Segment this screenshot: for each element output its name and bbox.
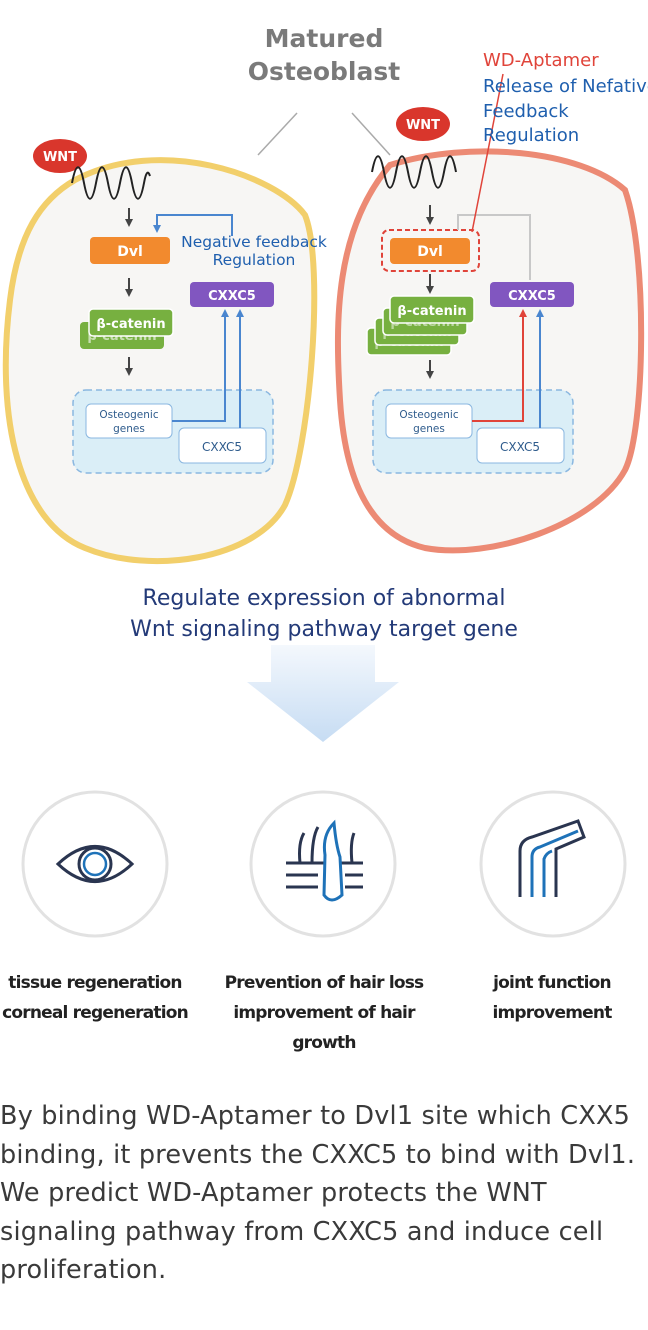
pathway-diagram: Matured Osteoblast WNT Dvl β-catenin β-c… xyxy=(2,24,648,742)
left-wnt-badge xyxy=(33,139,87,173)
left-feedback-arrow xyxy=(153,214,233,236)
left-feedback-line2: Regulation xyxy=(213,251,296,269)
right-wnt-badge xyxy=(396,107,450,141)
benefit-1: tissue regeneration corneal regeneration xyxy=(0,968,205,1028)
right-osteogenic-line1: Osteogenic xyxy=(399,409,458,421)
joint-icon xyxy=(479,790,627,938)
left-cxxc5-box xyxy=(190,282,274,307)
title-line1: Matured xyxy=(265,24,384,53)
left-osteogenic-line2: genes xyxy=(113,423,145,435)
benefit-2-line1: Prevention of hair loss xyxy=(224,973,425,993)
big-down-arrow xyxy=(247,645,399,742)
eye-icon xyxy=(21,790,169,938)
aptamer-note-line3: Regulation xyxy=(483,125,579,146)
aptamer-note-line2: Feedback xyxy=(483,101,569,122)
caption-line2: Wnt signaling pathway target gene xyxy=(130,617,518,642)
right-cxxc5-label: CXXC5 xyxy=(508,289,556,304)
left-cxxc5-gene-label: CXXC5 xyxy=(202,440,242,454)
left-cxxc5-label: CXXC5 xyxy=(208,289,256,304)
benefit-3-line1: joint function xyxy=(493,973,612,993)
right-catenin-label: β-catenin xyxy=(397,304,466,319)
hair-follicle-icon xyxy=(249,790,397,938)
left-dvl-box xyxy=(90,237,170,264)
benefit-3: joint function improvement xyxy=(442,968,648,1028)
left-cxxc5-gene-box xyxy=(178,427,267,464)
left-cell-membrane xyxy=(2,157,318,565)
benefit-1-line1: tissue regeneration xyxy=(8,973,182,993)
left-catenin-box xyxy=(88,308,174,337)
benefit-icons xyxy=(21,790,627,938)
left-feedback-line1: Negative feedback xyxy=(181,233,327,251)
caption-line1: Regulate expression of abnormal xyxy=(142,586,506,611)
right-dvl-label: Dvl xyxy=(417,244,443,260)
aptamer-note-line1: Release of Nefative xyxy=(483,76,648,97)
left-dvl-label: Dvl xyxy=(117,244,143,260)
right-aptamer-box xyxy=(381,229,480,272)
left-arrow-osteo-cxxc5 xyxy=(172,309,229,422)
title-line2: Osteoblast xyxy=(248,57,400,86)
right-wnt-label: WNT xyxy=(406,118,440,133)
description-text: By binding WD-Aptamer to Dvl1 site which… xyxy=(0,1101,636,1285)
benefit-2-line2: improvement of hair growth xyxy=(233,1003,415,1053)
right-cxxc5-box xyxy=(490,282,574,307)
left-wnt-label: WNT xyxy=(43,150,77,165)
right-catenin-box xyxy=(389,295,475,324)
title-pointer-right xyxy=(351,112,391,156)
right-dvl-box xyxy=(390,238,470,264)
right-osteogenic-line2: genes xyxy=(413,423,445,435)
right-wnt-wave xyxy=(371,155,457,189)
benefit-3-line2: improvement xyxy=(492,1003,612,1023)
aptamer-name: WD-Aptamer xyxy=(483,50,599,71)
title-pointer-left xyxy=(257,112,298,156)
right-cxxc5-gene-label: CXXC5 xyxy=(500,440,540,454)
aptamer-pointer xyxy=(471,73,504,233)
right-arrow-osteo-cxxc5 xyxy=(472,309,527,422)
right-blocked-feedback xyxy=(457,214,531,280)
left-osteogenic-line1: Osteogenic xyxy=(99,409,158,421)
left-wnt-wave xyxy=(71,166,151,200)
benefit-1-line2: corneal regeneration xyxy=(2,1003,189,1023)
benefit-2: Prevention of hair loss improvement of h… xyxy=(214,968,434,1058)
right-cxxc5-gene-box xyxy=(476,427,565,464)
left-catenin-label: β-catenin xyxy=(96,317,165,332)
